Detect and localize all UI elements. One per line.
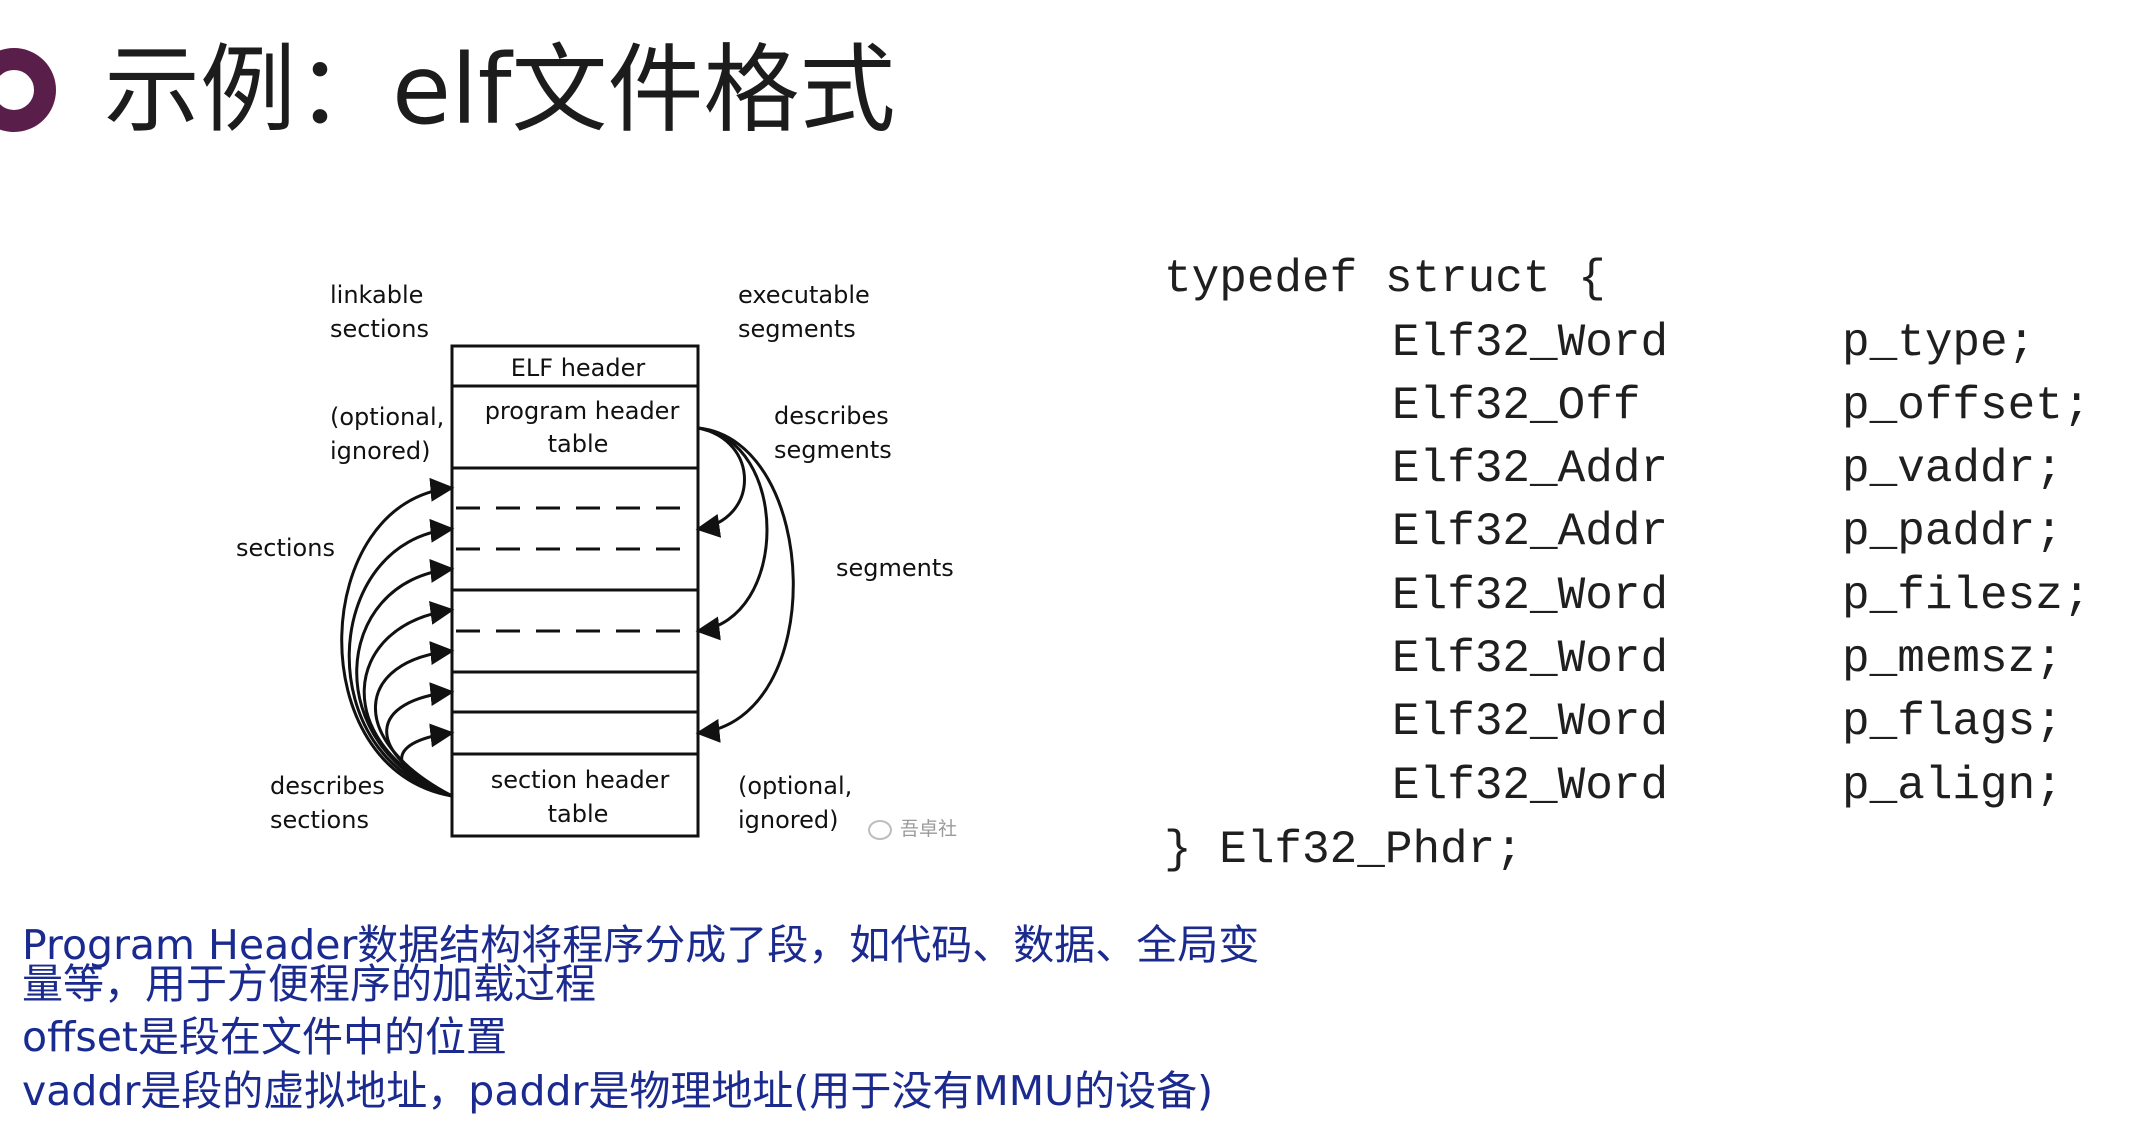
code-field-name: p_type;	[1842, 317, 2036, 369]
elf-header-label: ELF header	[511, 354, 646, 382]
note-line: offset是段在文件中的位置	[22, 1013, 507, 1061]
slide-title: 示例：elf文件格式	[104, 34, 896, 146]
elf-file-box	[450, 344, 700, 838]
code-field-name: p_paddr;	[1842, 506, 2063, 558]
note-line: Program Header数据结构将程序分成了段，如代码、数据、全局变	[22, 921, 1260, 969]
describes-segments-label-line1: describes	[774, 402, 889, 430]
left-optional-label-line1: (optional,	[330, 403, 444, 431]
code-field-type: Elf32_Addr	[1392, 443, 1669, 495]
code-field-name: p_offset;	[1842, 380, 2091, 432]
code-field-type: Elf32_Off	[1392, 380, 1641, 432]
watermark-logo-icon	[868, 819, 892, 840]
code-field-type: Elf32_Addr	[1392, 506, 1669, 558]
linkable-sections-label-line1: linkable	[330, 281, 423, 309]
code-field-name: p_vaddr;	[1842, 443, 2063, 495]
watermark: 吾卓社	[868, 814, 957, 841]
linkable-sections-label-line2: sections	[330, 315, 429, 343]
code-field-type: Elf32_Word	[1392, 570, 1669, 622]
code-field-type: Elf32_Word	[1392, 760, 1669, 812]
watermark-text: 吾卓社	[900, 818, 958, 840]
section-arrows	[340, 477, 455, 798]
program-header-label-line1: program header	[485, 397, 680, 425]
code-close-line: } Elf32_Phdr;	[1164, 824, 1523, 876]
executable-segments-label-line1: executable	[738, 281, 870, 309]
describes-sections-label-line2: sections	[270, 806, 369, 834]
segment-arrows	[695, 426, 795, 743]
code-field-type: Elf32_Word	[1392, 633, 1669, 685]
sections-label: sections	[236, 534, 335, 562]
executable-segments-label-line2: segments	[738, 315, 856, 343]
left-optional-label-line2: ignored)	[330, 437, 431, 465]
code-field-name: p_flags;	[1842, 696, 2063, 748]
code-field-name: p_memsz;	[1842, 633, 2063, 685]
explanation-notes: Program Header数据结构将程序分成了段，如代码、数据、全局变 量等，…	[22, 922, 1502, 1116]
section-header-label-line2: table	[548, 800, 609, 828]
right-optional-label-line1: (optional,	[738, 772, 852, 800]
code-field-type: Elf32_Word	[1392, 696, 1669, 748]
segments-label: segments	[836, 554, 954, 582]
describes-segments-label-line2: segments	[774, 436, 892, 464]
code-field-name: p_filesz;	[1842, 570, 2091, 622]
describes-sections-label-line1: describes	[270, 772, 385, 800]
dashed-dividers	[456, 506, 694, 633]
section-header-label-line1: section header	[491, 766, 670, 794]
right-optional-label-line2: ignored)	[738, 806, 839, 834]
note-line: 量等，用于方便程序的加载过程	[22, 960, 596, 1008]
code-open-line: typedef struct {	[1164, 253, 1606, 305]
note-line: vaddr是段的虚拟地址，paddr是物理地址(用于没有MMU的设备)	[22, 1067, 1214, 1115]
code-field-type: Elf32_Word	[1392, 317, 1669, 369]
program-header-label-line2: table	[548, 430, 609, 458]
code-field-name: p_align;	[1842, 760, 2063, 812]
